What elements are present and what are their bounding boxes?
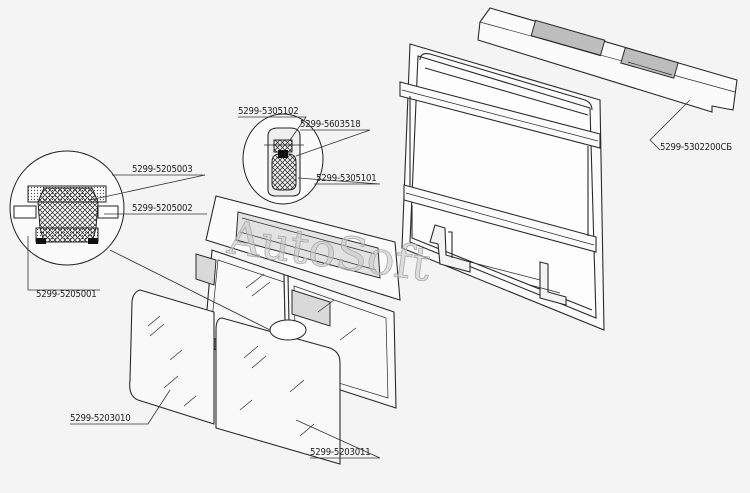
label-upper-panel: 5299-5302200СБ (660, 142, 732, 153)
label-seal-a: 5299-5305102 (238, 106, 299, 117)
seal-location-marker (269, 319, 307, 341)
flat-glass-bottom (215, 317, 341, 465)
label-gasket-b: 5299-5205002 (132, 203, 193, 214)
label-glass-right: 5299-5203011 (310, 447, 371, 458)
gasket-section-detail (9, 150, 125, 266)
label-gasket-a: 5299-5205003 (132, 164, 193, 175)
door-frame (399, 43, 605, 331)
label-glass-left: 5299-5203010 (70, 413, 131, 424)
lower-trim-panel (205, 195, 401, 301)
leader-lines (27, 99, 691, 459)
label-seal-b: 5299-5603518 (300, 119, 361, 130)
curved-glass-left (129, 289, 215, 425)
label-gasket-c: 5299-5205001 (36, 289, 97, 300)
label-seal-c: 5299-5305101 (316, 173, 377, 184)
upper-cover-panel (477, 7, 738, 113)
seal-profile-detail (242, 113, 324, 205)
